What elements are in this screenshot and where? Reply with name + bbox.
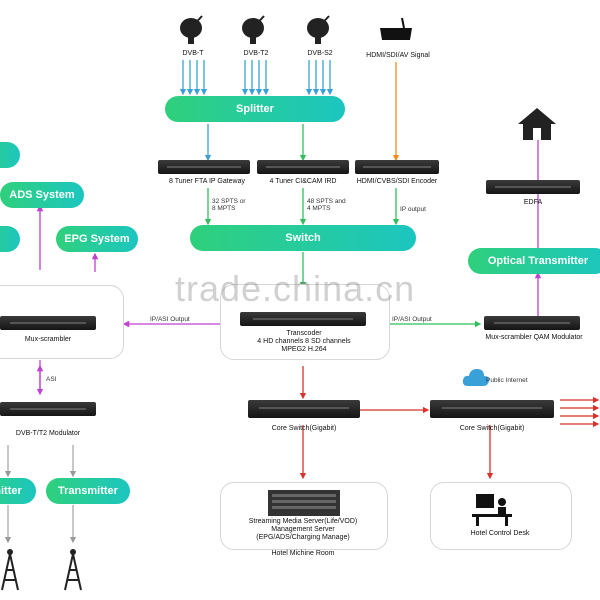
ci-output-note: 48 SPTS and 4 MPTS bbox=[307, 198, 346, 212]
core-switch-left-device bbox=[248, 400, 360, 418]
desk-operator-icon bbox=[472, 494, 512, 526]
control-desk-label: Hotel Control Desk bbox=[470, 530, 530, 537]
watermark-text: trade.china.cn bbox=[175, 268, 416, 309]
mux-left-label: Mux-scrambler bbox=[24, 336, 72, 343]
encoder-device bbox=[355, 160, 439, 174]
mux-right-device bbox=[484, 316, 580, 330]
server-label: Streaming Media Server(Life/VOD) Managem… bbox=[248, 518, 358, 541]
source-dvbt-label: DVB-T bbox=[182, 50, 204, 57]
ip-asi-left-note: IP/ASI Output bbox=[150, 316, 190, 323]
transcoder-label: Transcoder 4 HD channels 8 SD channels M… bbox=[257, 330, 351, 353]
modulator-label: DVB-T/T2 Modulator bbox=[15, 430, 81, 437]
satellite-dish-icon bbox=[180, 15, 203, 44]
encoder-output-note: IP output bbox=[400, 206, 426, 213]
switch-bar: Switch bbox=[190, 225, 416, 251]
house-icon bbox=[518, 108, 556, 140]
modulator-device bbox=[0, 402, 96, 416]
transmitter-left-pill: nitter bbox=[0, 478, 36, 504]
edfa-label: EDFA bbox=[523, 199, 543, 206]
public-internet-label: Public Internet bbox=[486, 377, 528, 384]
server-rack-icon bbox=[268, 490, 340, 516]
edfa-device bbox=[486, 180, 580, 194]
encoder-label: HDMI/CVBS/SDI Encoder bbox=[356, 178, 438, 185]
splitter-bar: Splitter bbox=[165, 96, 345, 122]
core-switch-right-device bbox=[430, 400, 554, 418]
ads-system-pill: ADS System bbox=[0, 182, 84, 208]
antenna-tower-icon bbox=[64, 549, 82, 591]
fta-gateway-label: 8 Tuner FTA IP Gateway bbox=[169, 178, 245, 185]
epg-system-pill: EPG System bbox=[56, 226, 138, 252]
transcoder-device bbox=[240, 312, 366, 326]
source-dvbs2-label: DVB-S2 bbox=[307, 50, 333, 57]
cloud-icon bbox=[462, 369, 490, 386]
core-switch-right-label: Core Switch(Gigabit) bbox=[459, 425, 525, 432]
optical-transmitter-pill: Optical Transmitter bbox=[468, 248, 600, 274]
set-top-box-icon bbox=[380, 17, 412, 40]
asi-note: ASI bbox=[46, 376, 57, 383]
core-switch-left-label: Core Switch(Gigabit) bbox=[271, 425, 337, 432]
antenna-tower-icon bbox=[1, 549, 19, 591]
source-dvbt2-label: DVB-T2 bbox=[243, 50, 269, 57]
mux-right-label: Mux-scrambler QAM Modulator bbox=[485, 334, 583, 341]
ip-asi-right-note: IP/ASI Output bbox=[392, 316, 432, 323]
machine-room-label: Hotel Michine Room bbox=[271, 550, 335, 557]
left-top-pill bbox=[0, 142, 20, 168]
satellite-dish-icon bbox=[242, 15, 265, 44]
fta-gateway-device bbox=[158, 160, 250, 174]
ci-ird-label: 4 Tuner CI&CAM IRD bbox=[269, 178, 337, 185]
transmitter-pill: Transmitter bbox=[46, 478, 130, 504]
mux-left-device bbox=[0, 316, 96, 330]
ci-ird-device bbox=[257, 160, 349, 174]
hdmi-source-label: HDMI/SDI/AV Signal bbox=[366, 52, 430, 59]
fta-output-note: 32 SPTS or 8 MPTS bbox=[212, 198, 246, 212]
left-mid-pill bbox=[0, 226, 20, 252]
satellite-dish-icon bbox=[307, 15, 330, 44]
